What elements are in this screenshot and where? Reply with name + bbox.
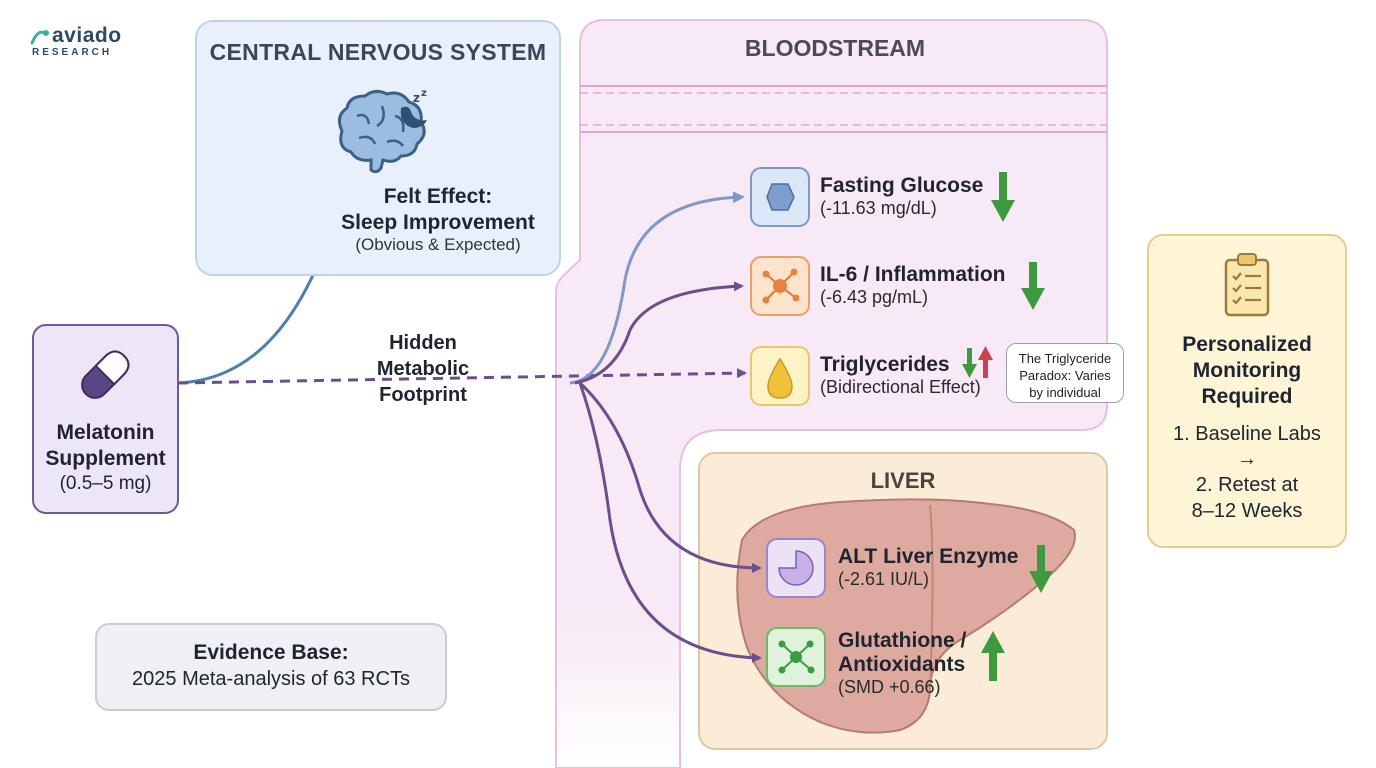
svg-text:z: z	[413, 91, 420, 105]
aviado-logo: aviado RESEARCH	[30, 24, 140, 60]
down-arrow-icon	[1021, 262, 1045, 310]
arrow-to-alt	[578, 381, 762, 573]
logo-mark-icon	[30, 30, 49, 45]
hidden-footprint-line	[177, 368, 747, 385]
hidden-footprint-label: Hidden Metabolic Footprint	[340, 330, 506, 408]
triglyceride-paradox-callout: The Triglyceride Paradox: Varies by indi…	[1006, 343, 1124, 403]
hidden-line3: Footprint	[379, 384, 467, 406]
callout-line3: by individual	[1029, 385, 1101, 400]
glucose-title: Fasting Glucose	[820, 174, 984, 197]
monitoring-step2b: 8–12 Weeks	[1191, 500, 1303, 522]
melatonin-title-line1: Melatonin	[56, 421, 155, 444]
clipboard-checklist-icon	[1224, 253, 1270, 317]
alt-item: ALT Liver Enzyme (-2.61 IU/L)	[838, 545, 1019, 590]
liver-lobe-line	[929, 504, 934, 691]
pill-capsule-icon	[81, 350, 130, 399]
felt-effect-subtitle: (Obvious & Expected)	[355, 235, 521, 254]
network-icon	[766, 627, 826, 687]
il6-value: (-6.43 pg/mL)	[820, 287, 929, 307]
callout-line2: Paradox: Varies	[1019, 368, 1111, 383]
arrow-to-glutathione	[578, 382, 762, 663]
down-arrow-icon	[1029, 545, 1053, 593]
melatonin-dose: (0.5–5 mg)	[59, 473, 152, 494]
glucose-value: (-11.63 mg/dL)	[820, 198, 937, 218]
glutathione-title: Glutathione /	[838, 629, 967, 652]
triglycerides-title: Triglycerides	[820, 353, 950, 376]
glutathione-item: Glutathione / Antioxidants (SMD +0.66)	[838, 629, 966, 698]
monitoring-title-line1: Personalized	[1182, 333, 1312, 356]
monitoring-panel: Personalized Monitoring Required 1. Base…	[1147, 234, 1347, 548]
monitoring-title-line2: Monitoring	[1192, 359, 1302, 382]
monitoring-title: Personalized Monitoring Required	[1149, 332, 1345, 410]
svg-text:z: z	[421, 88, 427, 99]
hexagon-icon	[750, 167, 810, 227]
brain-icon: z z	[337, 88, 427, 174]
monitoring-arrow: →	[1237, 448, 1257, 470]
droplet-icon	[750, 346, 810, 406]
logo-word: aviado	[52, 24, 122, 47]
molecule-icon	[750, 256, 810, 316]
vessel-wall-lines	[580, 85, 1107, 133]
logo-subtitle: RESEARCH	[32, 47, 113, 58]
monitoring-title-line3: Required	[1201, 385, 1293, 408]
triglycerides-value: (Bidirectional Effect)	[820, 377, 981, 397]
evidence-subtitle: 2025 Meta-analysis of 63 RCTs	[132, 668, 410, 690]
melatonin-supplement-card: Melatonin Supplement (0.5–5 mg)	[32, 324, 179, 514]
alt-title: ALT Liver Enzyme	[838, 545, 1019, 568]
felt-effect-title: Felt Effect: Sleep Improvement	[317, 184, 559, 236]
down-arrow-icon	[962, 348, 977, 378]
monitoring-step2: 2. Retest at	[1195, 474, 1299, 496]
down-arrow-icon	[991, 172, 1015, 222]
evidence-title: Evidence Base:	[193, 641, 349, 664]
glucose-item: Fasting Glucose (-11.63 mg/dL)	[820, 174, 983, 219]
cns-panel: CENTRAL NERVOUS SYSTEM z z Felt Effect: …	[195, 20, 561, 276]
felt-effect-line1: Felt Effect:	[383, 185, 493, 208]
arrow-to-il6	[574, 281, 744, 385]
felt-effect-line2: Sleep Improvement	[341, 211, 535, 234]
triglycerides-item: Triglycerides (Bidirectional Effect)	[820, 353, 981, 398]
pie-icon	[766, 538, 826, 598]
callout-line1: The Triglyceride	[1018, 351, 1112, 366]
cns-title: CENTRAL NERVOUS SYSTEM	[209, 39, 547, 65]
glutathione-value: (SMD +0.66)	[838, 677, 941, 697]
liver-title: LIVER	[870, 468, 936, 493]
up-arrow-icon	[978, 346, 993, 378]
arrow-to-glucose	[569, 191, 745, 385]
bloodstream-panel	[555, 19, 1108, 768]
bloodstream-title: BLOODSTREAM	[744, 35, 926, 61]
il6-title: IL-6 / Inflammation	[820, 263, 1006, 286]
melatonin-title-line2: Supplement	[45, 447, 166, 470]
up-arrow-icon	[981, 631, 1005, 681]
evidence-base-card: Evidence Base: 2025 Meta-analysis of 63 …	[95, 623, 447, 711]
hidden-line2: Metabolic	[376, 358, 470, 380]
monitoring-step1: 1. Baseline Labs	[1173, 423, 1321, 445]
glutathione-title2: Antioxidants	[838, 653, 966, 676]
hidden-line1: Hidden	[389, 332, 457, 354]
il6-item: IL-6 / Inflammation (-6.43 pg/mL)	[820, 263, 1006, 308]
alt-value: (-2.61 IU/L)	[838, 569, 930, 589]
melatonin-title: Melatonin Supplement	[34, 420, 177, 472]
